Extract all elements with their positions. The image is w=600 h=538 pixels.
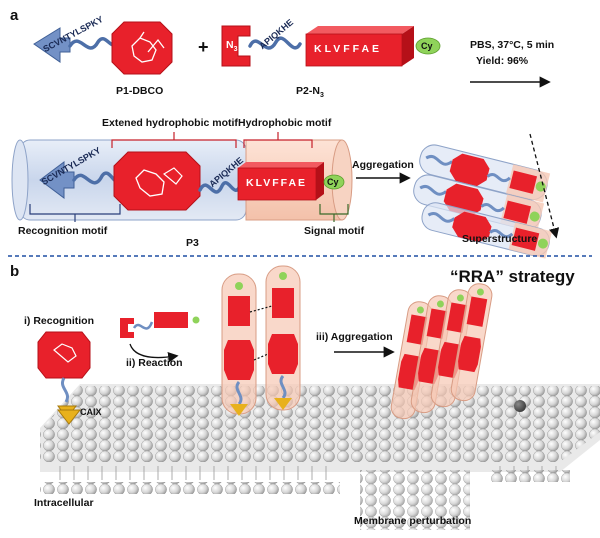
signal-motif-label: Signal motif <box>304 225 365 237</box>
step-reaction: ii) Reaction <box>126 357 183 369</box>
p3-cy-label: Cy <box>327 177 339 187</box>
p2-cy-dye <box>415 37 441 55</box>
intracellular-label: Intracellular <box>34 497 94 509</box>
caix-receptor <box>56 409 82 425</box>
panel-b-letter: b <box>10 263 20 280</box>
n3-label: N3 <box>226 40 238 53</box>
p2-core-prism <box>305 26 414 67</box>
p3-label: P3 <box>186 237 199 249</box>
recognition-motif-bracket <box>29 204 121 222</box>
p2-azide-block <box>221 25 302 67</box>
ext-motif-label: Extened hydrophobic motif <box>102 117 238 129</box>
p3-cy-dye <box>323 174 345 190</box>
p2-core-label: KLVFFAE <box>314 43 383 55</box>
recognition-motif-label: Recognition motif <box>18 225 108 237</box>
p2-label-subscript: 3 <box>319 92 324 100</box>
rra-strategy-title: “RRA” strategy <box>450 267 575 286</box>
hyd-motif-label: Hydrophobic motif <box>238 117 332 129</box>
membrane-aggregate <box>390 283 493 420</box>
condition-line-1: PBS, 37°C, 5 min <box>470 39 555 51</box>
cell-membrane <box>40 384 600 530</box>
reaction-curve-arrow <box>129 343 179 363</box>
ext-motif-bracket <box>111 132 237 148</box>
probe-reagent <box>120 312 200 338</box>
p3-triazole-octagon <box>113 151 201 211</box>
p3-core-prism <box>237 162 324 201</box>
step-recognition: i) Recognition <box>24 315 94 327</box>
n3-text: N <box>226 39 234 51</box>
condition-line-2: Yield: 96% <box>476 55 529 67</box>
p2-cy-label: Cy <box>421 41 433 51</box>
hydrogen-bond-dots <box>249 305 273 361</box>
n3-subscript: 3 <box>233 46 238 54</box>
assembled-tube-left <box>221 273 257 416</box>
plus-sign: + <box>198 37 209 57</box>
p1-label: P1-DBCO <box>116 85 164 97</box>
p2-label-text: P2-N <box>296 85 320 97</box>
signal-motif-bracket <box>319 204 349 222</box>
p1-dbco-octagon <box>111 21 173 75</box>
caix-label: CAIX <box>80 407 102 417</box>
superstructure-label: Superstructure <box>462 233 538 245</box>
step-aggregation: iii) Aggregation <box>316 331 393 343</box>
panel-a-letter: a <box>10 7 19 24</box>
membrane-perturbation-label: Membrane perturbation <box>354 515 472 527</box>
p3-linker <box>198 181 242 194</box>
p3-core-label: KLVFFAE <box>246 177 308 189</box>
hyd-motif-bracket <box>243 132 313 148</box>
aggregation-label-a: Aggregation <box>352 159 414 171</box>
superstructure-illustration <box>413 133 560 259</box>
assembled-tube-right <box>265 265 301 411</box>
p2-label: P2-N3 <box>296 86 324 99</box>
